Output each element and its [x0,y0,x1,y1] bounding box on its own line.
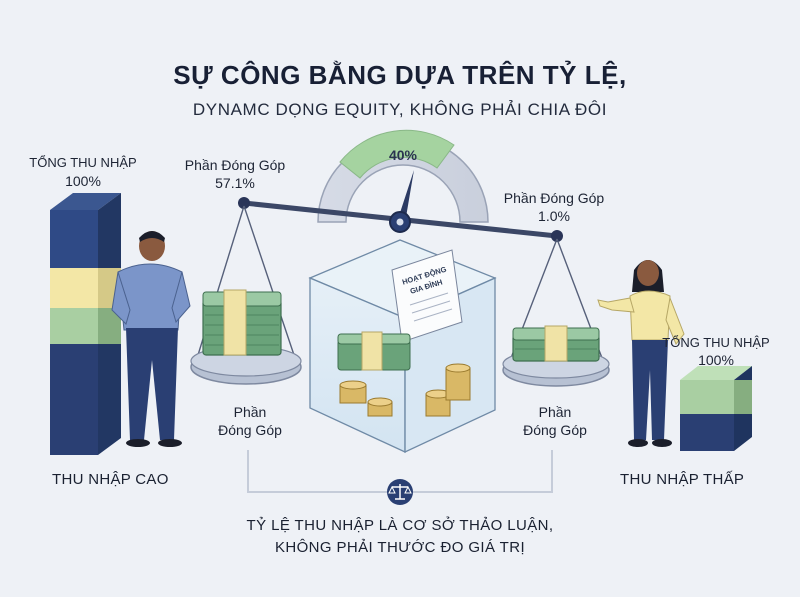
glass-box: HOẠT ĐỘNG GIA ĐÌNH [308,239,497,454]
right-pan-label-line2: Đóng Góp [523,422,587,438]
footer-line-2: KHÔNG PHẢI THƯỚC ĐO GIÁ TRỊ [274,539,526,556]
gauge: 40% [317,129,489,223]
right-income-label: TỔNG THU NHẬP [662,335,770,350]
scale-icon [387,479,413,505]
left-pan-label-line1: Phần [233,404,267,420]
right-contribution-value: 1.0% [538,208,570,224]
left-income-bar [50,193,121,455]
woman-figure [597,260,685,447]
left-income-label: TỔNG THU NHẬP [29,155,137,170]
balance-beam [238,197,563,242]
left-pan-label-line2: Đóng Góp [218,422,282,438]
left-income-value: 100% [65,173,101,189]
right-contribution-label: Phần Đóng Góp [503,190,605,206]
gauge-value: 40% [389,147,418,163]
footer-line-1: TỶ LỆ THU NHẬP LÀ CƠ SỞ THẢO LUẬN, [246,517,554,534]
coin-stack-icon [339,363,471,417]
right-person-label: THU NHẬP THẤP [620,471,745,488]
page-subtitle: DYNAMC DỌNG EQUITY, KHÔNG PHẢI CHIA ĐÔI [192,100,608,119]
money-stack-icon [512,325,600,362]
left-contribution-label: Phần Đóng Góp [184,157,286,173]
money-stack-icon [202,289,282,356]
man-figure [111,231,191,447]
left-pan [190,205,302,385]
footer-note: TỶ LỆ THU NHẬP LÀ CƠ SỞ THẢO LUẬN, KHÔNG… [0,515,800,559]
right-income-value: 100% [698,352,734,368]
right-pan-label-line1: Phần [538,404,572,420]
document-icon: HOẠT ĐỘNG GIA ĐÌNH [391,249,463,343]
left-person-label: THU NHẬP CAO [52,471,169,488]
gauge-needle [397,170,414,223]
right-pan [502,238,610,387]
left-contribution-value: 57.1% [215,175,255,191]
right-income-bar [680,366,752,451]
page-title: SỰ CÔNG BẰNG DỰA TRÊN TỶ LỆ, [173,60,627,90]
